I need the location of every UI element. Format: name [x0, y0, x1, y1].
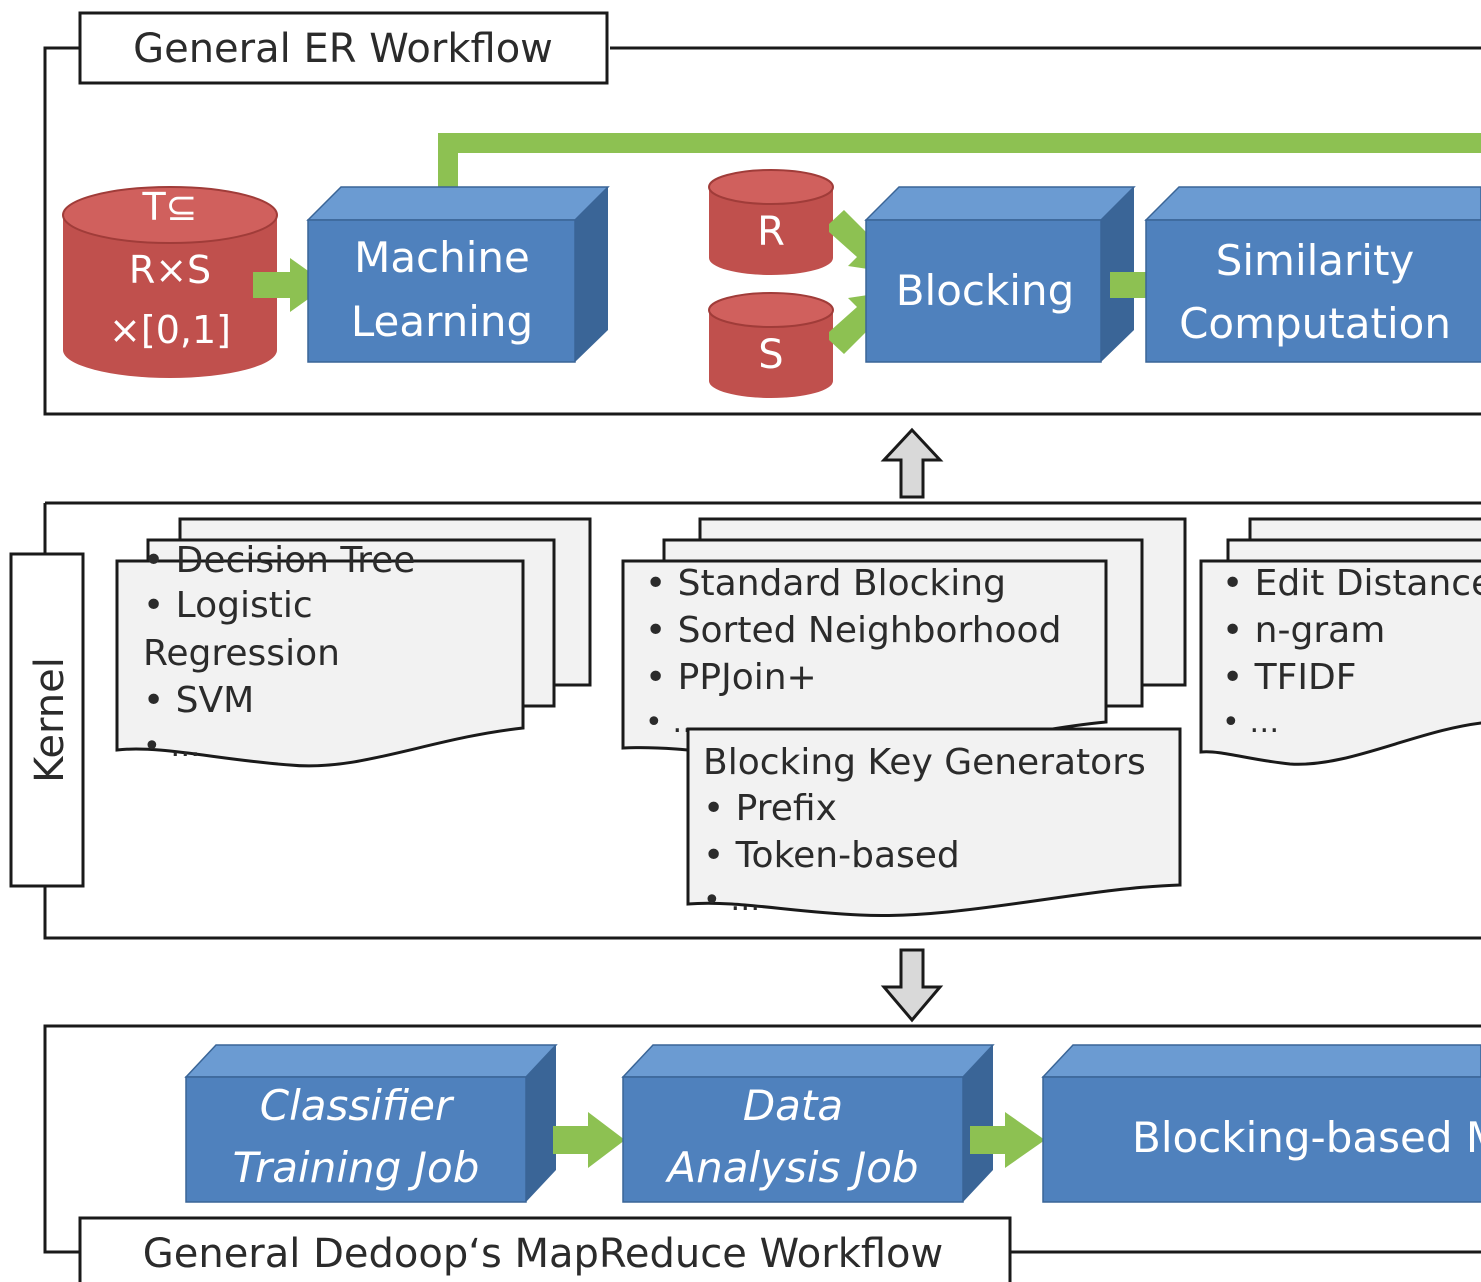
similarity-function-4: • …	[1222, 705, 1279, 740]
analysis-job-line-1: Data	[743, 1081, 843, 1130]
blocking-job-label: Blocking-based M	[1132, 1113, 1481, 1162]
similarity-box-line-2: Computation	[1179, 299, 1451, 348]
analysis-job-line-2: Analysis Job	[664, 1143, 918, 1192]
blocking-method-1: • Standard Blocking	[645, 563, 1006, 604]
machine-learning-box: Machine Learning	[306, 186, 610, 363]
arrow-analysis-to-blocking-job	[970, 1112, 1045, 1168]
training-db-line-1: T⊆	[141, 185, 197, 229]
similarity-box-line-1: Similarity	[1216, 236, 1415, 285]
s-database-icon: S	[708, 292, 834, 398]
db-r-label: R	[757, 209, 785, 255]
mapreduce-title-box	[78, 1216, 1012, 1282]
ml-feedback-arrow	[438, 133, 1481, 207]
mapreduce-title: General Dedoop‘s MapReduce Workflow	[143, 1231, 944, 1277]
ml-box-line-1: Machine	[354, 233, 530, 282]
key-generator-3: • …	[703, 883, 760, 918]
similarity-functions-document-stack: • Edit Distance • n-gram • TFIDF • …	[1199, 517, 1481, 766]
classifier-document-stack: • Decision Tree • Logistic Regression • …	[115, 517, 592, 768]
blocking-based-job-box: Blocking-based M	[1041, 1044, 1481, 1203]
similarity-computation-box: Similarity Computation	[1144, 186, 1481, 363]
similarity-function-3: • TFIDF	[1222, 657, 1356, 698]
blocking-box-label: Blocking	[896, 266, 1075, 315]
classifier-item-2: • Logistic	[143, 585, 313, 626]
blocking-box: Blocking	[864, 186, 1136, 363]
up-arrow-icon	[880, 427, 944, 499]
blocking-method-2: • Sorted Neighborhood	[645, 610, 1061, 651]
arrow-classifier-to-analysis	[553, 1112, 625, 1168]
classifier-item-1: • Decision Tree	[143, 540, 415, 581]
classifier-job-line-1: Classifier	[260, 1081, 455, 1130]
er-workflow-title-box	[78, 11, 609, 85]
kernel-panel: Kernel • Decision Tree • Logistic Regres…	[9, 501, 1481, 940]
data-analysis-job-box: Data Analysis Job	[621, 1044, 995, 1203]
classifier-item-3: Regression	[143, 633, 340, 674]
r-database-icon: R	[708, 169, 834, 275]
blocking-methods-document-stack: • Standard Blocking • Sorted Neighborhoo…	[621, 517, 1187, 765]
classifier-item-4: • SVM	[143, 680, 254, 721]
er-workflow-title: General ER Workflow	[133, 26, 553, 72]
similarity-function-2: • n-gram	[1222, 610, 1385, 651]
key-generators-title: Blocking Key Generators	[703, 742, 1146, 783]
training-db-line-3: ×[0,1]	[109, 308, 231, 352]
key-generator-2: • Token-based	[703, 835, 960, 876]
down-arrow-icon	[880, 948, 944, 1023]
training-db-line-2: R×S	[129, 248, 211, 292]
db-s-label: S	[758, 332, 783, 378]
blocking-method-3: • PPJoin+	[645, 657, 817, 698]
classifier-training-job-box: Classifier Training Job	[184, 1044, 558, 1203]
key-generators-document: Blocking Key Generators • Prefix • Token…	[686, 727, 1182, 918]
classifier-item-5: • …	[143, 729, 200, 764]
classifier-job-line-2: Training Job	[233, 1143, 480, 1192]
kernel-label: Kernel	[27, 657, 73, 783]
er-workflow-panel: General ER Workflow T⊆ R×S ×[0,1] Machin…	[43, 11, 1481, 416]
ml-box-line-2: Learning	[351, 297, 533, 346]
arrow-db-to-ml	[253, 258, 328, 312]
key-generator-1: • Prefix	[703, 788, 837, 829]
mapreduce-workflow-panel: Classifier Training Job Data Analysis Jo…	[43, 1024, 1481, 1282]
similarity-function-1: • Edit Distance	[1222, 563, 1481, 604]
kernel-label-box	[9, 552, 85, 888]
training-data-database-icon: T⊆ R×S ×[0,1]	[62, 185, 278, 378]
